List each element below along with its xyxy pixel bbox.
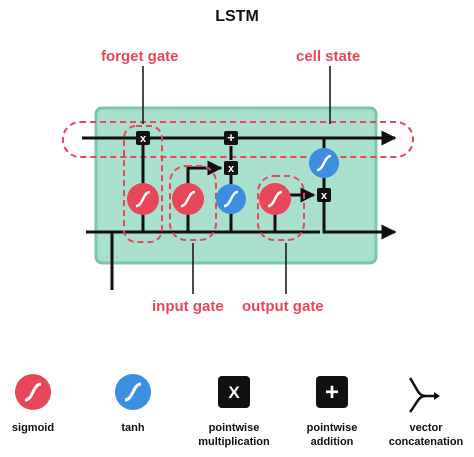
forget-gate-label: forget gate [101, 48, 179, 65]
sigmoid-curve-icon [135, 190, 151, 208]
legend-sigmoid-label: sigmoid [11, 422, 55, 434]
legend-add-symbol: + [316, 376, 348, 408]
cell-state-highlight [62, 121, 414, 158]
legend-multiply-line2: multiplication [198, 436, 270, 448]
legend-concat-line1: vector [409, 422, 443, 434]
forget-multiply-operator: x [136, 131, 150, 145]
tanh-curve-icon [223, 190, 239, 208]
multiply-icon: x [228, 163, 235, 175]
forget-sigmoid-node [127, 183, 159, 215]
input-tanh-node [216, 184, 246, 214]
multiply-icon: x [321, 190, 328, 202]
multiply-icon: X [228, 383, 240, 402]
cell-state-label: cell state [296, 48, 361, 65]
input-sigmoid-node [172, 183, 204, 215]
multiply-icon: x [140, 133, 147, 145]
hidden-output-line [322, 195, 397, 240]
legend-add-label: pointwise addition [292, 421, 372, 449]
diagram-title: LSTM [215, 8, 259, 25]
legend-concat-symbol [408, 377, 440, 413]
cell-add-operator: + [224, 130, 238, 145]
legend-tanh-label: tanh [121, 422, 145, 434]
output-gate-highlight [257, 175, 305, 241]
legend-add-line2: addition [310, 436, 354, 448]
output-sigmoid-node [259, 183, 291, 215]
vector-concatenation-arrowhead [434, 392, 440, 400]
forget-gate-highlight [123, 125, 163, 243]
legend-concat-label: vector concatenation [382, 421, 470, 449]
output-multiply-operator: x [317, 188, 331, 202]
legend-concat-line2: concatenation [388, 436, 464, 448]
vector-concatenation-branch [409, 394, 427, 413]
legend-sigmoid-symbol [15, 374, 51, 410]
sigmoid-curve-icon [180, 190, 196, 208]
legend-multiply-symbol: X [218, 376, 250, 408]
legend-multiply-label: pointwise multiplication [184, 421, 284, 449]
legend-tanh-symbol [115, 374, 151, 410]
output-tanh-node [309, 148, 339, 178]
output-gate-label: output gate [242, 298, 324, 315]
input-gate-highlight [169, 165, 217, 241]
sigmoid-curve-icon [267, 190, 283, 208]
plus-icon: + [227, 130, 235, 145]
plus-icon: + [325, 379, 339, 406]
legend-add-line1: pointwise [306, 422, 358, 434]
input-gate-label: input gate [152, 298, 224, 315]
input-multiply-operator: x [224, 161, 238, 175]
tanh-curve-icon [124, 382, 142, 402]
tanh-curve-icon [316, 154, 332, 172]
legend-multiply-line1: pointwise [208, 422, 260, 434]
sigmoid-curve-icon [24, 382, 42, 402]
vector-concatenation-icon [408, 377, 438, 398]
